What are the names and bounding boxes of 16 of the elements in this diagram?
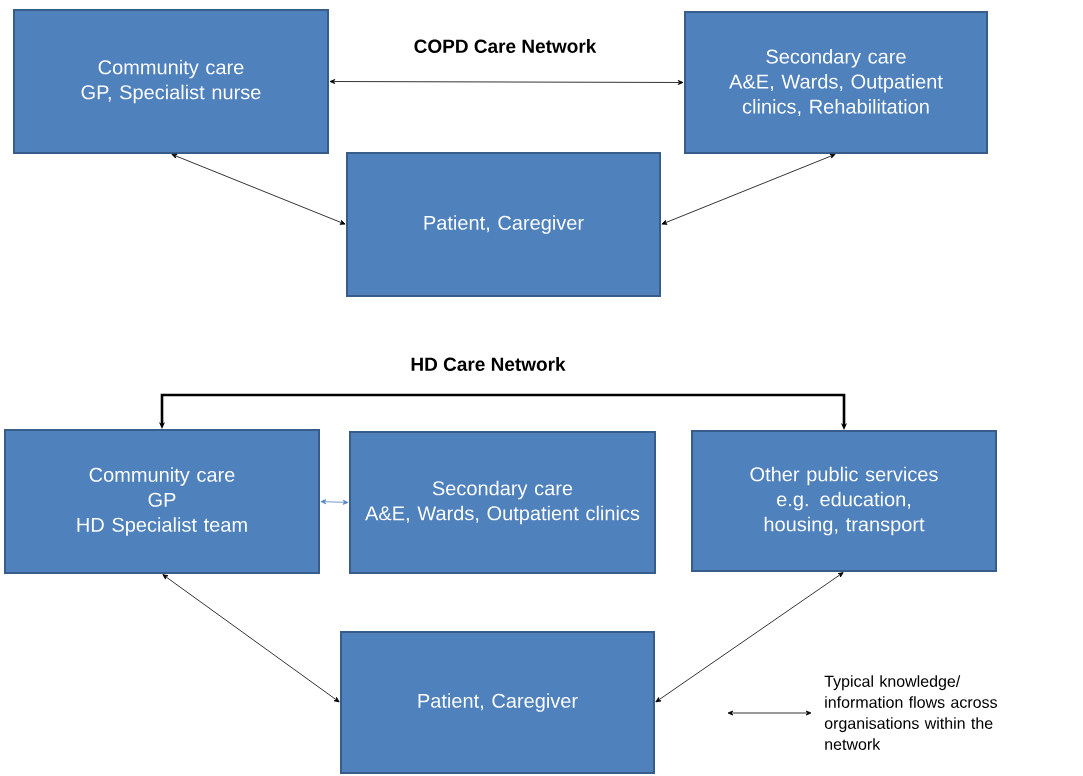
heading: HD Care Network	[411, 357, 566, 371]
heading: COPD Care Network	[414, 39, 597, 53]
process-box: Secondary care A&E, Wards, Outpatient clinics	[349, 431, 656, 574]
arrow	[329, 79, 684, 85]
arrow	[162, 574, 340, 703]
process-box: Secondary care A&E, Wards, Outpatient clinics, Rehabilitation	[684, 11, 988, 154]
process-box: Community care GP HD Specialist team	[4, 429, 320, 574]
process-box: Community care GP, Specialist nurse	[13, 9, 329, 154]
process-box: Other public services e.g. education, housing, transport	[691, 430, 997, 572]
arrow	[655, 572, 844, 703]
legend-text: Typical knowledge/ information flows across organisations within the network	[824, 675, 997, 750]
arrow	[171, 153, 346, 225]
arrow	[320, 499, 349, 505]
process-box: Patient, Caregiver	[346, 152, 661, 297]
process-box: Patient, Caregiver	[340, 631, 655, 774]
arrow	[661, 153, 836, 225]
